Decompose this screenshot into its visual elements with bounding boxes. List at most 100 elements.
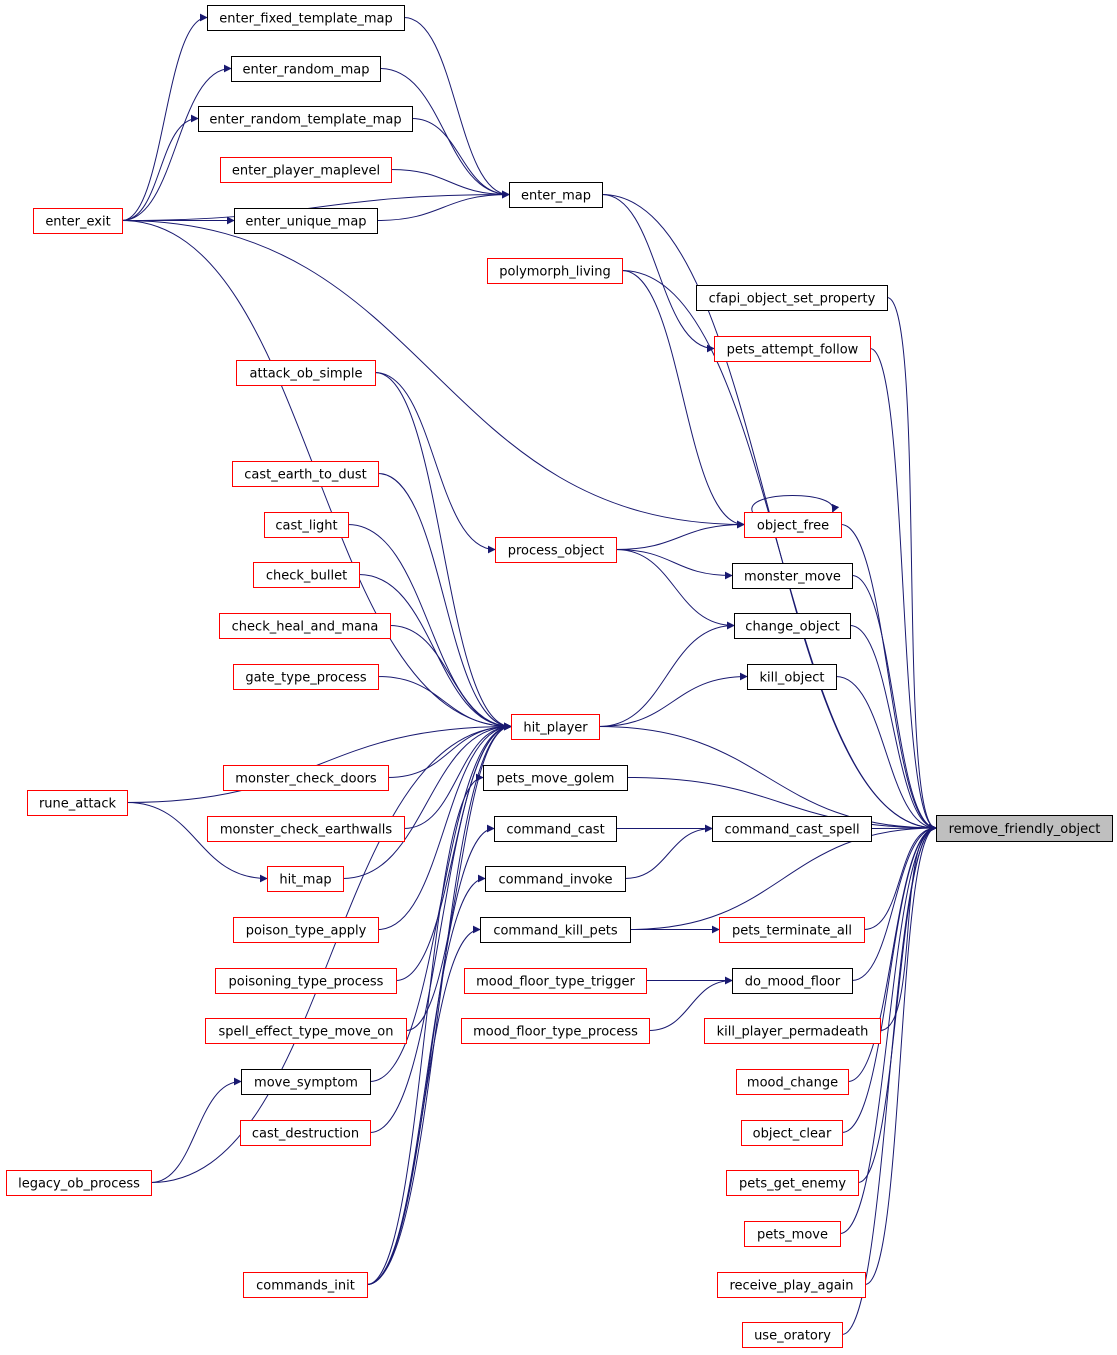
edge-command_kill_pets-to-remove_friendly_object — [629, 824, 937, 930]
node-rune-attack[interactable]: rune_attack — [27, 790, 128, 816]
node-cast-light[interactable]: cast_light — [264, 512, 349, 538]
node-mood-change[interactable]: mood_change — [736, 1069, 849, 1095]
node-box — [207, 816, 405, 842]
node-process-object[interactable]: process_object — [495, 537, 617, 563]
node-kill-object[interactable]: kill_object — [747, 664, 837, 690]
node-pets-move[interactable]: pets_move — [744, 1221, 841, 1247]
node-box — [495, 537, 617, 563]
node-spell-effect-type-move-on[interactable]: spell_effect_type_move_on — [205, 1018, 407, 1044]
node-attack-ob-simple[interactable]: attack_ob_simple — [236, 360, 376, 386]
node-commands-init[interactable]: commands_init — [243, 1272, 368, 1298]
node-cast-earth-to-dust[interactable]: cast_earth_to_dust — [232, 461, 379, 487]
node-enter-fixed-template-map[interactable]: enter_fixed_template_map — [207, 5, 405, 31]
node-label: enter_unique_map — [245, 215, 366, 230]
edge-process_object-to-object_free — [615, 520, 745, 550]
node-monster-check-doors[interactable]: monster_check_doors — [223, 765, 389, 791]
edge-do_mood_floor-to-remove_friendly_object — [851, 824, 937, 981]
node-pets-get-enemy[interactable]: pets_get_enemy — [726, 1170, 859, 1196]
node-label: command_cast_spell — [724, 823, 859, 838]
edge-monster_check_earthwalls-to-hit_player — [403, 722, 512, 829]
edge-enter_exit-to-object_free — [121, 220, 745, 529]
node-use-oratory[interactable]: use_oratory — [742, 1322, 843, 1348]
node-move-symptom[interactable]: move_symptom — [241, 1069, 371, 1095]
node-kill-player-permadeath[interactable]: kill_player_permadeath — [704, 1018, 881, 1044]
node-monster-move[interactable]: monster_move — [732, 563, 853, 589]
edge-change_object-to-remove_friendly_object — [849, 625, 937, 832]
node-enter-random-template-map[interactable]: enter_random_template_map — [198, 106, 413, 132]
edge-legacy_ob_process-to-move_symptom — [150, 1077, 242, 1183]
node-box — [736, 1069, 849, 1095]
node-box — [696, 285, 888, 311]
node-enter-map[interactable]: enter_map — [509, 182, 603, 208]
edge-commands_init-to-command_invoke — [366, 874, 486, 1285]
node-mood-floor-type-trigger[interactable]: mood_floor_type_trigger — [464, 968, 647, 994]
node-command-cast[interactable]: command_cast — [494, 816, 617, 842]
node-label: cfapi_object_set_property — [709, 292, 876, 307]
edge-use_oratory-to-remove_friendly_object — [841, 824, 937, 1335]
node-box — [241, 1069, 371, 1095]
node-box — [219, 613, 391, 639]
edge-layer — [121, 13, 937, 1335]
node-cast-destruction[interactable]: cast_destruction — [240, 1120, 371, 1146]
node-command-cast-spell[interactable]: command_cast_spell — [712, 816, 872, 842]
node-do-mood-floor[interactable]: do_mood_floor — [732, 968, 853, 994]
edge-pets_move_golem-to-remove_friendly_object — [626, 777, 937, 832]
node-label: poison_type_apply — [246, 924, 367, 939]
node-box — [220, 157, 392, 183]
node-poison-type-apply[interactable]: poison_type_apply — [233, 917, 379, 943]
node-command-kill-pets[interactable]: command_kill_pets — [480, 917, 631, 943]
node-object-free[interactable]: object_free — [744, 512, 842, 538]
node-box — [27, 790, 128, 816]
node-box — [936, 815, 1113, 842]
edge-process_object-to-change_object — [615, 549, 735, 630]
node-cfapi-object-set-property[interactable]: cfapi_object_set_property — [696, 285, 888, 311]
node-legacy-ob-process[interactable]: legacy_ob_process — [6, 1170, 152, 1196]
node-label: do_mood_floor — [745, 975, 841, 990]
node-label: spell_effect_type_move_on — [219, 1025, 394, 1040]
node-gate-type-process[interactable]: gate_type_process — [233, 664, 379, 690]
node-hit-player[interactable]: hit_player — [511, 714, 600, 740]
node-change-object[interactable]: change_object — [734, 613, 851, 639]
node-enter-unique-map[interactable]: enter_unique_map — [234, 208, 378, 234]
node-check-bullet[interactable]: check_bullet — [253, 562, 360, 588]
edge-pets_move-to-remove_friendly_object — [839, 824, 937, 1234]
node-label: enter_map — [521, 189, 591, 204]
node-pets-move-golem[interactable]: pets_move_golem — [483, 765, 628, 791]
node-label: enter_random_map — [243, 63, 370, 78]
node-box — [717, 1272, 866, 1298]
node-box — [485, 866, 626, 892]
node-hit-map[interactable]: hit_map — [267, 866, 344, 892]
node-box — [223, 765, 389, 791]
node-polymorph-living[interactable]: polymorph_living — [487, 258, 623, 284]
node-remove-friendly-object[interactable]: remove_friendly_object — [936, 815, 1113, 842]
node-mood-floor-type-process[interactable]: mood_floor_type_process — [461, 1018, 650, 1044]
edge-rune_attack-to-hit_map — [126, 802, 268, 883]
edge-enter_fixed_template_map-to-enter_map — [403, 17, 510, 199]
node-command-invoke[interactable]: command_invoke — [485, 866, 626, 892]
node-poisoning-type-process[interactable]: poisoning_type_process — [215, 968, 397, 994]
edge-hit_player-to-kill_object — [598, 672, 748, 727]
edge-monster_move-to-remove_friendly_object — [851, 575, 937, 832]
node-pets-terminate-all[interactable]: pets_terminate_all — [719, 917, 865, 943]
node-label: command_cast — [506, 823, 604, 838]
node-monster-check-earthwalls[interactable]: monster_check_earthwalls — [207, 816, 405, 842]
node-enter-player-maplevel[interactable]: enter_player_maplevel — [220, 157, 392, 183]
node-label: gate_type_process — [245, 671, 367, 686]
node-enter-exit[interactable]: enter_exit — [33, 208, 123, 234]
edge-enter_exit-to-enter_map — [121, 190, 510, 221]
node-label: mood_floor_type_process — [473, 1025, 638, 1040]
edge-enter_exit-to-enter_random_template_map — [121, 114, 199, 221]
node-pets-attempt-follow[interactable]: pets_attempt_follow — [714, 336, 871, 362]
node-receive-play-again[interactable]: receive_play_again — [717, 1272, 866, 1298]
node-label: polymorph_living — [499, 265, 610, 280]
node-check-heal-and-mana[interactable]: check_heal_and_mana — [219, 613, 391, 639]
node-box — [704, 1018, 881, 1044]
node-label: legacy_ob_process — [18, 1177, 140, 1192]
node-label: pets_move_golem — [497, 772, 615, 787]
node-box — [233, 917, 379, 943]
edge-object_free-to-object_free — [751, 495, 840, 513]
node-box — [215, 968, 397, 994]
node-enter-random-map[interactable]: enter_random_map — [231, 56, 381, 82]
node-object-clear[interactable]: object_clear — [741, 1120, 843, 1146]
edge-enter_unique_map-to-enter_map — [376, 190, 510, 221]
